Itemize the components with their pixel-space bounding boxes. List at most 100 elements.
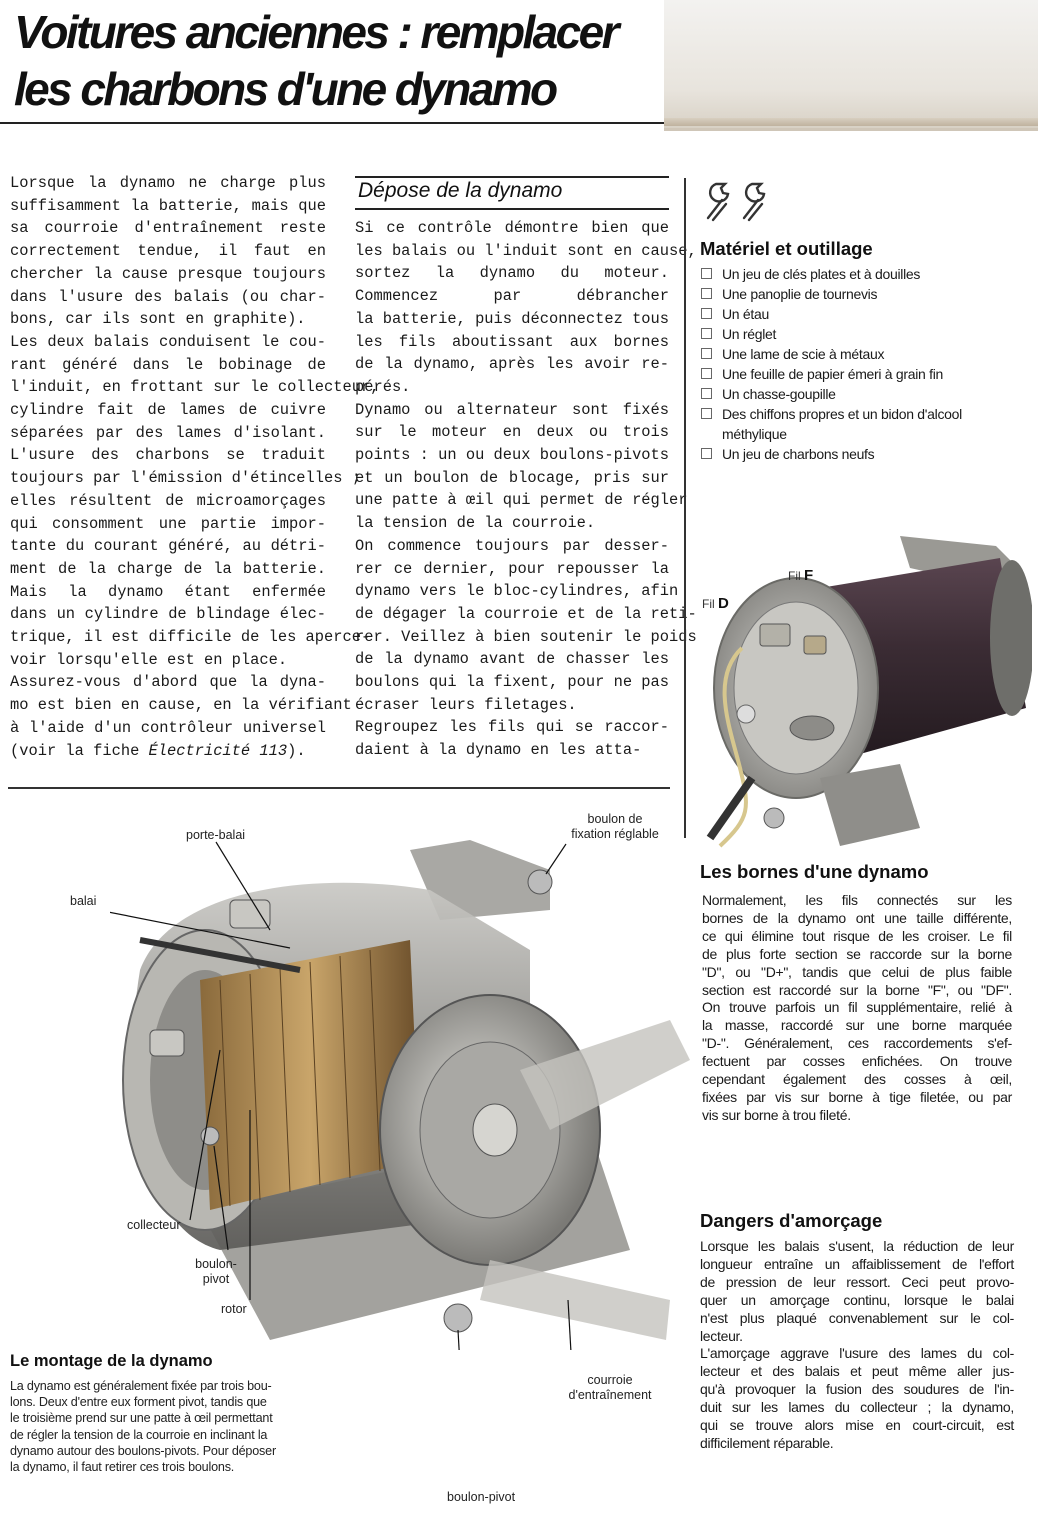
text-line: n'est plus plaqué convenablement sur le … bbox=[700, 1309, 1014, 1326]
checklist-item: Un chasse-goupille bbox=[700, 384, 1030, 404]
reference-italic: Électricité 113 bbox=[148, 741, 288, 760]
text-line: sur le moteur en deux ou trois bbox=[355, 423, 669, 442]
text-line: duit sur les lames du collecteur ; la dy… bbox=[700, 1399, 1014, 1416]
checklist-item: Une lame de scie à métaux bbox=[700, 344, 1030, 364]
text-line: cependant également des cosses à œil, bbox=[702, 1071, 1012, 1088]
checklist-item-label: Une panoplie de tournevis bbox=[722, 286, 878, 302]
checkbox-icon bbox=[701, 408, 712, 419]
text-line: lecteur. bbox=[700, 1327, 743, 1344]
checklist-item-label: Un réglet bbox=[722, 326, 777, 342]
text-line: dans l'usure des balais (ou char- bbox=[10, 287, 326, 306]
text-line: ce qui élimine tout risque de les croise… bbox=[702, 927, 1012, 944]
text-fragment: (voir la fiche bbox=[10, 741, 149, 760]
text-line: cylindre fait de lames de cuivre bbox=[10, 401, 326, 420]
label-rotor: rotor bbox=[221, 1302, 247, 1316]
depose-column: Si ce contrôle démontre bien que les bala… bbox=[355, 217, 697, 762]
checklist-item-label: Des chiffons propres et un bidon d'alcoo… bbox=[722, 406, 962, 442]
dangers-heading: Dangers d'amorçage bbox=[700, 1210, 883, 1231]
checkbox-icon bbox=[701, 388, 712, 399]
text-line: à l'aide d'un contrôleur universel bbox=[10, 718, 326, 737]
checklist-item-label: Un chasse-goupille bbox=[722, 386, 836, 402]
montage-text: La dynamo est généralement fixée par tro… bbox=[10, 1378, 328, 1475]
text-line: toujours par l'émission d'étincelles ; bbox=[10, 469, 361, 488]
text-line: quer un amorçage continu, lorsque le bal… bbox=[700, 1291, 1014, 1308]
checklist-item: Un jeu de charbons neufs bbox=[700, 444, 1030, 464]
section-rule-bottom bbox=[355, 208, 669, 210]
text-line: Les deux balais conduisent le cou- bbox=[10, 332, 326, 351]
label-balai: balai bbox=[70, 894, 97, 908]
text-line: les balais ou l'induit sont en cause, bbox=[355, 241, 697, 260]
text-line: daient à la dynamo en les atta- bbox=[355, 741, 642, 760]
text-line: (voir la fiche Électricité 113). bbox=[10, 740, 326, 763]
checkbox-icon bbox=[701, 348, 712, 359]
text-line: la masse, raccordé sur une borne marquée bbox=[702, 1017, 1012, 1034]
text-line: de régler la tension de la courroie en i… bbox=[10, 1427, 268, 1442]
text-line: voir lorsqu'elle est en place. bbox=[10, 650, 288, 669]
checklist-item-label: Une feuille de papier émeri à grain fin bbox=[722, 366, 943, 382]
checklist-item: Une panoplie de tournevis bbox=[700, 284, 1030, 304]
fil-f-label: Fil F bbox=[788, 567, 814, 584]
text-line: pérés. bbox=[355, 377, 411, 396]
label-boulon-pivot: boulon-pivot bbox=[195, 1257, 237, 1286]
text-line: la dynamo, il faut retirer ces trois bou… bbox=[10, 1460, 235, 1475]
text-line: de dégager la courroie et de la reti- bbox=[355, 604, 697, 623]
text-line: On commence toujours par desser- bbox=[355, 536, 669, 555]
checkbox-icon bbox=[701, 288, 712, 299]
text-line: dynamo autour des boulons-pivots. Pour d… bbox=[10, 1443, 276, 1458]
text-line: sortez la dynamo du moteur. bbox=[355, 264, 669, 283]
checklist-item-label: Un jeu de clés plates et à douilles bbox=[722, 266, 921, 282]
bornes-heading: Les bornes d'une dynamo bbox=[700, 861, 929, 882]
text-line: dynamo vers le bloc-cylindres, afin bbox=[355, 582, 679, 601]
checklist-item-label: Un jeu de charbons neufs bbox=[722, 446, 875, 462]
text-line: tante du courant généré, au détri- bbox=[10, 537, 326, 556]
materiel-heading: Matériel et outillage bbox=[700, 238, 873, 259]
checkbox-icon bbox=[701, 328, 712, 339]
figure-divider bbox=[8, 787, 670, 789]
text-line: et un boulon de blocage, pris sur bbox=[355, 468, 669, 487]
text-line: ment de la charge de la batterie. bbox=[10, 559, 326, 578]
section-rule-top bbox=[355, 176, 669, 178]
text-line: correctement tendue, il faut en bbox=[10, 242, 326, 261]
text-line: bons, car ils sont en graphite). bbox=[10, 310, 306, 329]
checkbox-icon bbox=[701, 268, 712, 279]
text-line: mo est bien en cause, en la vérifiant bbox=[10, 696, 352, 715]
page-title-line-2: les charbons d'une dynamo bbox=[14, 63, 558, 115]
page-title-line-1: Voitures anciennes : remplacer bbox=[14, 6, 620, 58]
text-line: le troisième prend sur une patte à œil p… bbox=[10, 1411, 273, 1426]
text-line: la batterie, puis déconnectez tous bbox=[355, 309, 670, 328]
text-fragment: ). bbox=[287, 741, 306, 760]
text-line: Si ce contrôle démontre bien que bbox=[355, 219, 669, 237]
text-line: elles résultent de microamorçages bbox=[10, 491, 326, 510]
text-line: trique, il est difficile de les aperce- bbox=[10, 628, 371, 647]
text-line: qui se trouve alors mise en court-circui… bbox=[700, 1417, 1014, 1434]
text-line: fectuent par cosses enfichées. On trouve bbox=[702, 1053, 1012, 1070]
checklist-item-label: Une lame de scie à métaux bbox=[722, 346, 885, 362]
text-line: de la dynamo avant de chasser les bbox=[355, 650, 669, 669]
dangers-text: Lorsque les balais s'usent, la réduction… bbox=[700, 1238, 1014, 1453]
text-line: Regroupez les fils qui se raccor- bbox=[355, 718, 669, 737]
text-line: rer. Veillez à bien soutenir le poids bbox=[355, 627, 697, 646]
checklist-item: Un étau bbox=[700, 304, 1030, 324]
text-line: vis sur borne à trou fileté. bbox=[702, 1106, 851, 1123]
text-line: de pression de leur ressort. Ceci peut p… bbox=[700, 1273, 1014, 1290]
text-line: La dynamo est généralement fixée par tro… bbox=[10, 1379, 272, 1393]
checkbox-icon bbox=[701, 308, 712, 319]
text-line: Normalement, les fils connectés sur les bbox=[702, 892, 1012, 908]
text-line: On trouve parfois un fil supplémentaire,… bbox=[702, 999, 1012, 1016]
text-line: Commencez par débrancher bbox=[355, 287, 669, 306]
text-line: "D", ou "D+", tandis que celui de plus f… bbox=[702, 963, 1012, 980]
text-line: bornes de la dynamo ont une taille diffé… bbox=[702, 909, 1012, 926]
text-line: L'usure des charbons se traduit bbox=[10, 446, 326, 465]
text-line: chercher la cause presque toujours bbox=[10, 264, 326, 283]
text-line: l'induit, en frottant sur le collecteur, bbox=[10, 378, 380, 397]
text-line: Dynamo ou alternateur sont fixés bbox=[355, 400, 669, 419]
text-line: lons. Deux d'entre eux forment pivot, ta… bbox=[10, 1395, 267, 1410]
text-line: L'amorçage aggrave l'usure des lames du … bbox=[700, 1345, 1014, 1362]
text-line: une patte à œil qui permet de régler bbox=[355, 491, 688, 510]
text-line: écraser leurs filetages. bbox=[355, 695, 577, 714]
text-line: Assurez-vous d'abord que la dyna- bbox=[10, 673, 326, 692]
checklist-item: Une feuille de papier émeri à grain fin bbox=[700, 364, 1030, 384]
text-line: Lorsque la dynamo ne charge plus bbox=[10, 174, 326, 192]
